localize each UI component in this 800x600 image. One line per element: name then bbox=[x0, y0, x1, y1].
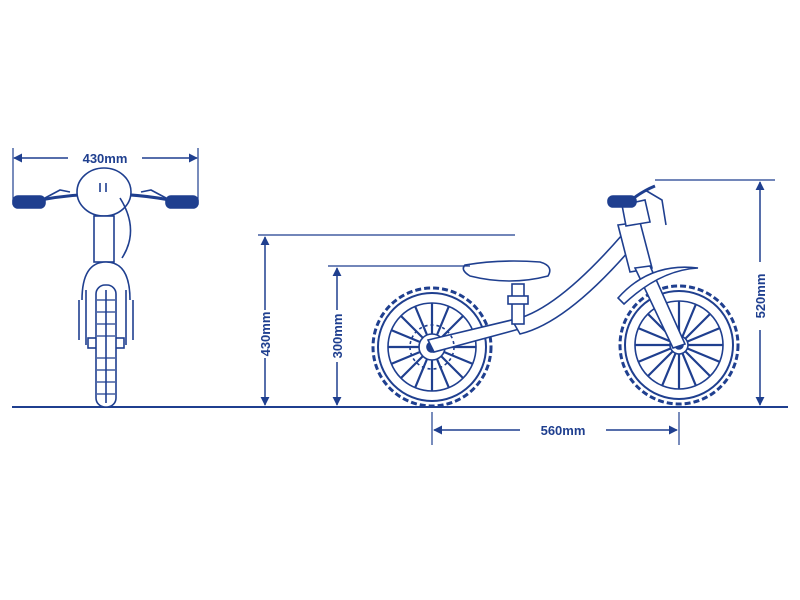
wheelbase-label: 560mm bbox=[541, 423, 586, 438]
overall-height-label: 520mm bbox=[753, 274, 768, 319]
front-view-tire-tread bbox=[97, 299, 115, 395]
front-wheel-tire bbox=[618, 284, 740, 406]
side-view-frame bbox=[409, 184, 699, 370]
dimension-lines bbox=[13, 153, 775, 445]
seat-height-label: 300mm bbox=[330, 314, 345, 359]
front-view-bike bbox=[12, 148, 199, 408]
handle-height-label: 430mm bbox=[258, 312, 273, 357]
front-width-label: 430mm bbox=[83, 151, 128, 166]
rear-wheel-tire bbox=[371, 286, 493, 408]
